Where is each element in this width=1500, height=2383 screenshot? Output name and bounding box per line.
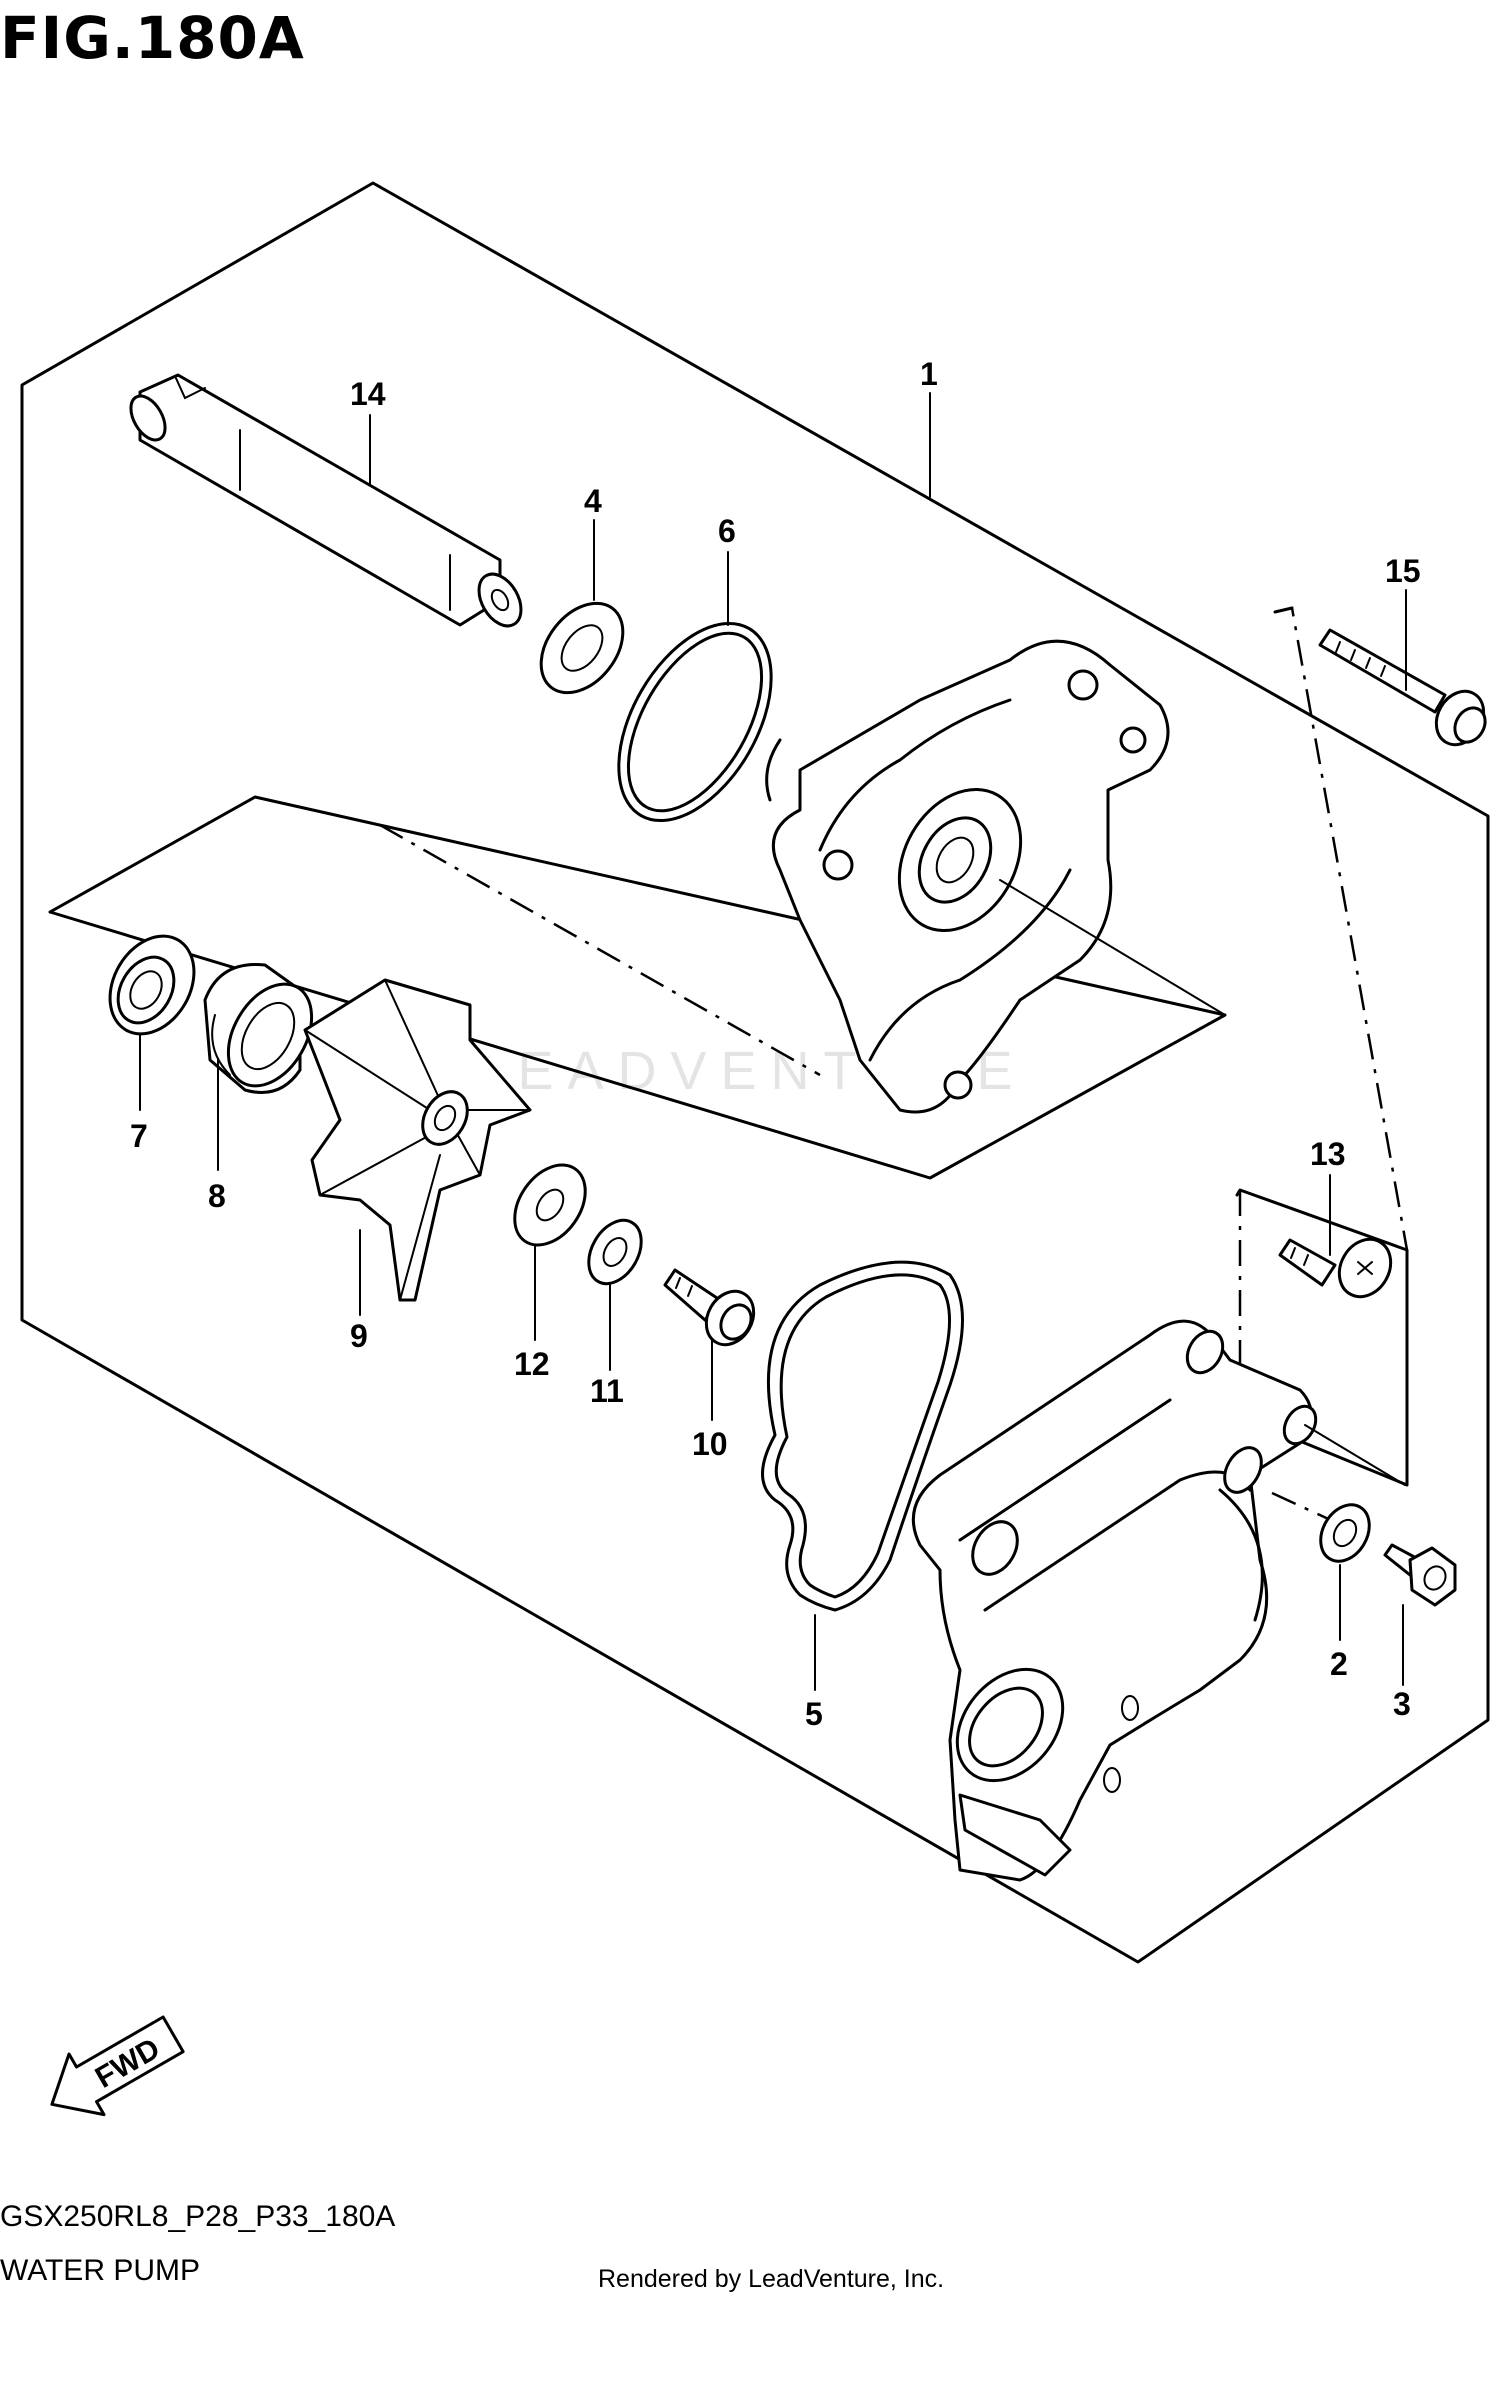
callout-7: 7 <box>130 1118 148 1154</box>
callout-11: 11 <box>590 1373 624 1409</box>
callout-6: 6 <box>718 513 736 549</box>
oil-seal-7 <box>108 934 196 1036</box>
washer-11 <box>587 1218 643 1286</box>
bolt-15 <box>1318 628 1487 747</box>
diagram-name: WATER PUMP <box>0 2254 200 2287</box>
pump-shaft <box>129 373 523 628</box>
bolt-13 <box>1278 1237 1393 1299</box>
impeller-9 <box>303 978 532 1302</box>
rendered-by: Rendered by LeadVenture, Inc. <box>598 2265 945 2293</box>
callout-8: 8 <box>208 1178 226 1214</box>
callout-14: 14 <box>350 376 386 412</box>
washer-2 <box>1319 1503 1371 1563</box>
callout-9: 9 <box>350 1318 368 1354</box>
callout-1: 1 <box>920 356 938 392</box>
diagram-code: GSX250RL8_P28_P33_180A <box>0 2200 396 2233</box>
pump-body <box>911 1319 1318 1882</box>
callout-10: 10 <box>692 1426 728 1462</box>
fwd-arrow-icon: FWD <box>50 2015 185 2117</box>
callout-5: 5 <box>805 1696 823 1732</box>
callout-3: 3 <box>1393 1686 1411 1722</box>
callout-4: 4 <box>584 483 602 519</box>
assembly-boundary <box>20 181 1490 1964</box>
washer-12 <box>513 1163 587 1247</box>
callout-2: 2 <box>1330 1646 1348 1682</box>
o-ring-6 <box>617 621 773 823</box>
pump-case-cover <box>765 639 1170 1114</box>
mechanical-seal-8 <box>203 962 314 1094</box>
washer-4 <box>539 601 625 695</box>
callout-13: 13 <box>1310 1136 1346 1172</box>
callout-12: 12 <box>514 1346 550 1382</box>
bolt-10 <box>663 1268 756 1347</box>
callout-15: 15 <box>1385 553 1421 589</box>
bolt-3 <box>1383 1543 1457 1607</box>
gasket-5 <box>761 1260 964 1612</box>
figure-title: FIG.180A <box>0 4 305 72</box>
